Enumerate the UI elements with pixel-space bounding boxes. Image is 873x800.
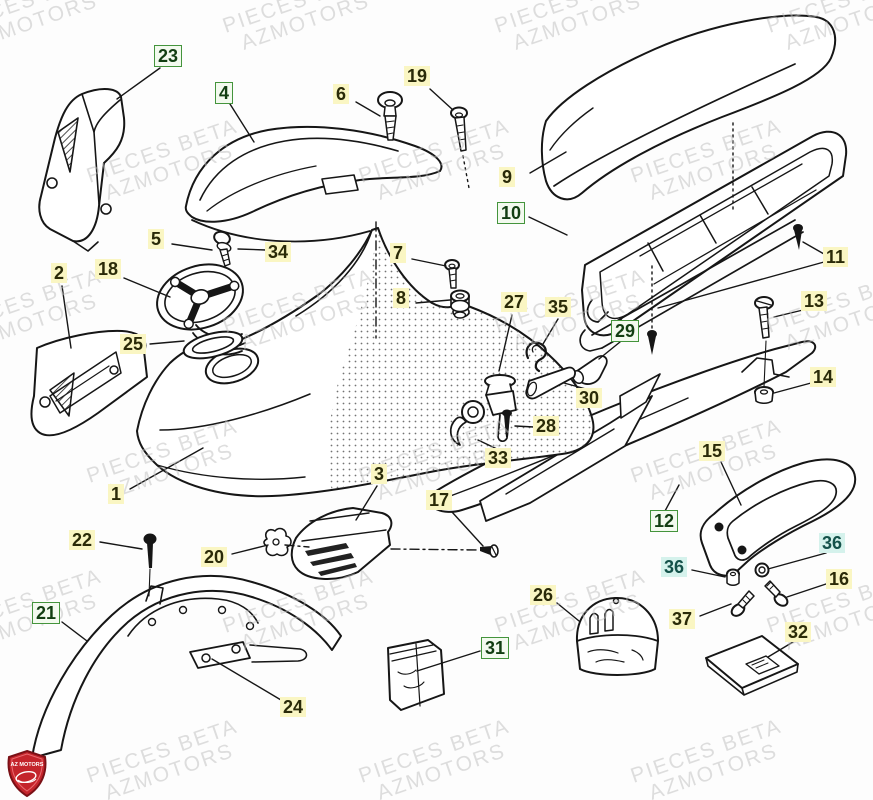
part-fuel-cap (156, 263, 244, 331)
part-grab-handle (699, 458, 857, 577)
part-label-15[interactable]: 15 (699, 441, 726, 461)
part-front-fender (184, 125, 443, 243)
part-label-21[interactable]: 21 (32, 602, 61, 624)
part-label-32[interactable]: 32 (785, 622, 812, 642)
azmotors-logo: AZ MOTORS (7, 749, 47, 798)
part-label-17[interactable]: 17 (426, 490, 453, 510)
part-grommet-8 (450, 289, 470, 319)
part-screw-17 (480, 544, 499, 558)
part-label-6[interactable]: 6 (333, 84, 350, 104)
part-label-8[interactable]: 8 (393, 288, 410, 308)
part-label-10[interactable]: 10 (497, 202, 526, 224)
part-label-33[interactable]: 33 (485, 448, 512, 468)
part-screw-6 (377, 91, 403, 141)
part-label-7[interactable]: 7 (390, 243, 407, 263)
part-nut-14 (754, 386, 774, 405)
part-label-1[interactable]: 1 (108, 484, 125, 504)
part-screw-11a (793, 224, 803, 250)
part-nut-36b (754, 562, 770, 578)
part-sleeve (571, 355, 608, 385)
part-label-14[interactable]: 14 (810, 367, 837, 387)
part-spares-bag (387, 639, 445, 711)
part-label-27[interactable]: 27 (501, 292, 528, 312)
part-label-30[interactable]: 30 (576, 388, 603, 408)
part-label-25[interactable]: 25 (120, 334, 147, 354)
part-label-24[interactable]: 24 (280, 697, 307, 717)
part-label-29[interactable]: 29 (611, 320, 640, 342)
part-label-19[interactable]: 19 (404, 66, 431, 86)
part-tank-gasket (182, 330, 244, 360)
part-screw-7 (444, 259, 460, 289)
part-tool-pouch (575, 596, 659, 676)
part-clamp (525, 341, 547, 373)
part-screw-13 (754, 296, 774, 339)
part-rear-fender (31, 574, 342, 759)
part-tap-screw (502, 409, 512, 437)
part-underseat-tray (579, 130, 848, 352)
part-label-36-b[interactable]: 36 (661, 557, 688, 577)
part-side-panel (426, 340, 817, 522)
part-label-12[interactable]: 12 (650, 510, 679, 532)
part-label-4[interactable]: 4 (215, 82, 234, 104)
part-label-31[interactable]: 31 (481, 637, 510, 659)
part-screw-19 (450, 106, 468, 152)
part-screw-37 (730, 590, 755, 617)
part-label-26[interactable]: 26 (530, 585, 557, 605)
part-label-28[interactable]: 28 (533, 416, 560, 436)
part-label-18[interactable]: 18 (95, 259, 122, 279)
part-label-5[interactable]: 5 (148, 229, 165, 249)
part-label-16[interactable]: 16 (826, 569, 853, 589)
part-label-13[interactable]: 13 (801, 291, 828, 311)
leader-lines (61, 67, 827, 701)
part-label-35[interactable]: 35 (545, 297, 572, 317)
part-screw-11b (647, 330, 657, 355)
logo-text: AZ MOTORS (11, 762, 44, 768)
part-label-11[interactable]: 11 (823, 247, 849, 267)
part-label-37[interactable]: 37 (669, 609, 696, 629)
part-clip-20 (263, 527, 292, 557)
part-label-3[interactable]: 3 (371, 464, 388, 484)
part-label-34[interactable]: 34 (265, 242, 292, 262)
assembly-guide-lines (148, 122, 767, 597)
part-bracket-33 (449, 416, 467, 446)
part-screw-22 (143, 533, 157, 568)
part-screw-16 (764, 580, 789, 607)
part-label-22[interactable]: 22 (69, 530, 96, 550)
part-seat (540, 14, 836, 201)
part-headlight-mask (38, 88, 126, 252)
part-label-20[interactable]: 20 (201, 547, 228, 567)
part-label-9[interactable]: 9 (499, 167, 516, 187)
part-label-36-a[interactable]: 36 (819, 533, 846, 553)
part-vent-hose (525, 366, 576, 400)
part-label-2[interactable]: 2 (51, 263, 68, 283)
part-left-shroud (30, 329, 148, 437)
part-fuel-tap (461, 374, 517, 442)
part-screw-5 (213, 230, 232, 267)
part-manual-book (705, 635, 799, 696)
part-nut-36a (726, 568, 740, 586)
part-snorkel (290, 507, 393, 580)
part-label-23[interactable]: 23 (154, 45, 183, 67)
